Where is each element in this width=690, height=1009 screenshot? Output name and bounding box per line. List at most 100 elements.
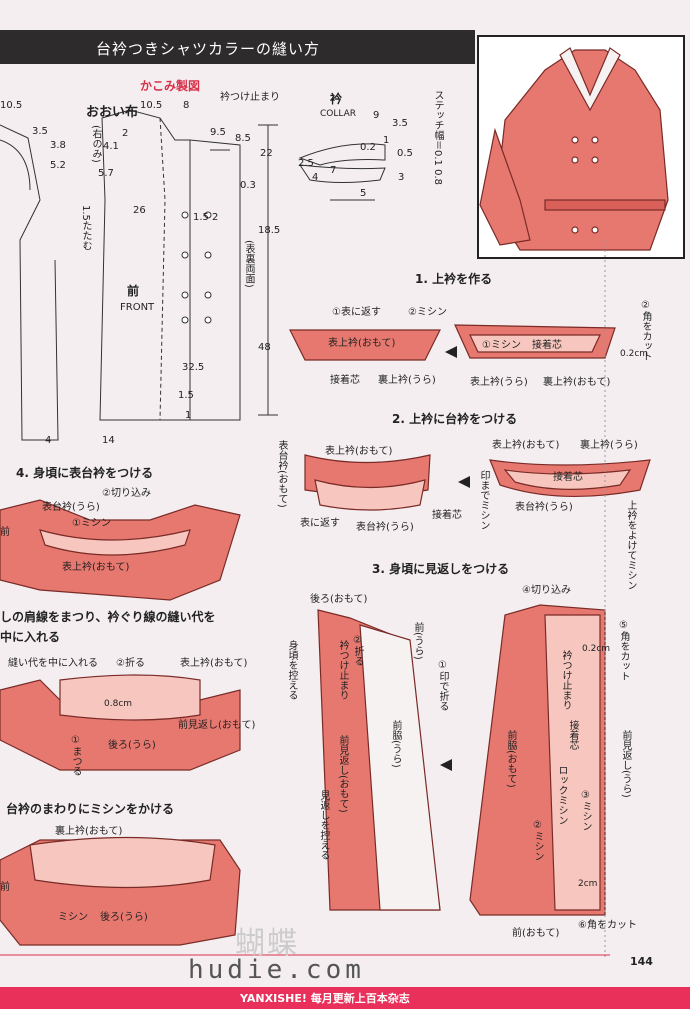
step2-label-0: 表上衿(おもて): [325, 446, 393, 457]
step3-label-19: 2cm: [578, 879, 598, 889]
step3-label-15: 前脇(おもて): [505, 730, 516, 788]
measure-4: 3.8: [50, 140, 66, 151]
pattern-buttons: [181, 211, 212, 324]
step5-label-0: 縫い代を中に入れる: [8, 658, 98, 669]
step1-label-2: 表上衿(おもて): [328, 338, 396, 349]
measure-15: 0.3: [240, 180, 256, 191]
step6-label-1: 前: [0, 882, 10, 893]
step3-label-14: 前見返し(うら): [620, 730, 631, 798]
measure-2: 8: [183, 100, 190, 111]
step1-label-10: 0.2cm: [620, 349, 649, 359]
collar-measure-6: 3: [398, 172, 405, 183]
step5-label-2: 表上衿(おもて): [180, 658, 248, 669]
collar-stop-label: 衿つけ止まり: [220, 92, 280, 103]
collar-label: 衿: [330, 92, 343, 106]
step3-label-8: ①印で折る: [437, 660, 448, 711]
step5-title: しの肩線をまつり、衿ぐり線の縫い代を: [0, 610, 216, 624]
collar-measure-0: 9: [373, 110, 380, 121]
page-number: 144: [630, 955, 653, 968]
collar-measure-7: 4: [312, 172, 319, 183]
measure-8: 2: [122, 128, 129, 139]
measure-12: 9.5: [210, 127, 226, 138]
measure-13: 8.5: [235, 133, 251, 144]
step3-label-5: 前見返し(おもて): [337, 735, 348, 813]
measure-14: 22: [260, 148, 273, 159]
step6-label-3: 後ろ(うら): [100, 912, 148, 923]
step1-label-4: 裏上衿(うら): [378, 375, 436, 386]
collar-pattern: [298, 143, 386, 201]
measure-5: 5.2: [50, 160, 66, 171]
measure-19: 1.5: [193, 212, 209, 223]
page-title: 台衿つきシャツカラーの縫い方: [96, 40, 321, 58]
step3-label-7: 前脇(うら): [390, 720, 401, 768]
step-arrows: [440, 346, 470, 771]
overlap-label: おおい布: [86, 105, 139, 120]
stitch-width-note: ステッチ幅＝0.1 0.8: [432, 90, 443, 185]
step6-shapes: [0, 836, 241, 946]
measure-36: 14: [102, 435, 115, 446]
footer-bar: [0, 987, 690, 1009]
measure-20: 2: [212, 212, 219, 223]
step1-label-5: ①ミシン: [482, 340, 521, 351]
step5-title2: 中に入れる: [0, 630, 61, 644]
step3-label-21: ⑥角をカット: [578, 920, 637, 931]
step3-label-4: 身頃を控える: [286, 640, 297, 700]
watermark: hudie.com: [188, 955, 365, 985]
step3-label-2: ②折る: [352, 635, 363, 666]
step5-shapes: [0, 674, 241, 771]
step4-label-0: 前: [0, 527, 10, 538]
step2-label-5: 表上衿(おもて): [492, 440, 560, 451]
step5-label-6: 後ろ(うら): [108, 740, 156, 751]
measure-3: 3.5: [32, 126, 48, 137]
step3-label-18: ②ミシン: [532, 820, 543, 861]
pattern-label: かこみ製図: [140, 79, 201, 93]
step2-label-4: 接着芯: [432, 510, 462, 521]
step1-label-9: ②角をカット: [640, 300, 651, 361]
measure-32: 1: [185, 410, 192, 421]
step5-label-3: 0.8cm: [104, 699, 133, 709]
step4-title: 4. 身頃に表台衿をつける: [16, 466, 154, 480]
measure-35: 4: [45, 435, 52, 446]
step1-label-8: 裏上衿(おもて): [543, 377, 611, 388]
measure-1: 10.5: [140, 100, 163, 111]
measure-30: 1.5: [178, 390, 194, 401]
step2-label-8: 印までミシン: [478, 470, 489, 530]
step3-label-0: 後ろ(おもて): [310, 594, 368, 605]
coat-illustration: [479, 47, 669, 251]
step6-title: 台衿のまわりにミシンをかける: [6, 802, 175, 816]
measure-6: 4.1: [103, 141, 119, 152]
step3-label-11: 0.2cm: [582, 644, 611, 654]
step5-label-4: 前見返し(おもて): [178, 720, 256, 731]
front-label: 前: [127, 284, 140, 298]
step2-label-2: 表に返す: [300, 518, 340, 529]
step4-label-3: ①ミシン: [72, 518, 111, 529]
collar-measure-4: 2.5: [298, 158, 314, 169]
step6-label-2: ミシン: [58, 912, 88, 923]
step3-title: 3. 身頃に見返しをつける: [372, 562, 510, 576]
step3-label-16: ロックミシン: [556, 765, 567, 825]
fold-note: 1.5たたむ: [80, 205, 91, 251]
step4-label-4: 表上衿(おもて): [62, 562, 130, 573]
step4-label-2: ②切り込み: [102, 488, 151, 499]
step1-label-7: 表上衿(うら): [470, 377, 528, 388]
collar-measure-3: 0.2: [360, 142, 376, 153]
pattern-draft: [0, 109, 278, 441]
header-bar: [0, 30, 475, 64]
step3-label-9: ④切り込み: [522, 585, 571, 596]
step3-label-17: ③ミシン: [580, 790, 591, 831]
step3-label-1: 前(うら): [412, 622, 423, 660]
measure-7: 5.7: [98, 168, 114, 179]
step2-shapes: [304, 454, 651, 511]
step1-label-1: ②ミシン: [408, 307, 447, 318]
step2-title: 2. 上衿に台衿をつける: [392, 412, 518, 426]
step3-shapes: [317, 604, 606, 916]
measure-18: 32.5: [182, 362, 205, 373]
step4-label-1: 表台衿(うら): [42, 502, 100, 513]
collar-measure-9: 5: [360, 188, 367, 199]
measure-0: 10.5: [0, 100, 23, 111]
step1-label-0: ①表に返す: [332, 307, 381, 318]
step5-label-1: ②折る: [116, 658, 145, 669]
step2-label-10: 上衿をよけてミシン: [625, 500, 636, 590]
